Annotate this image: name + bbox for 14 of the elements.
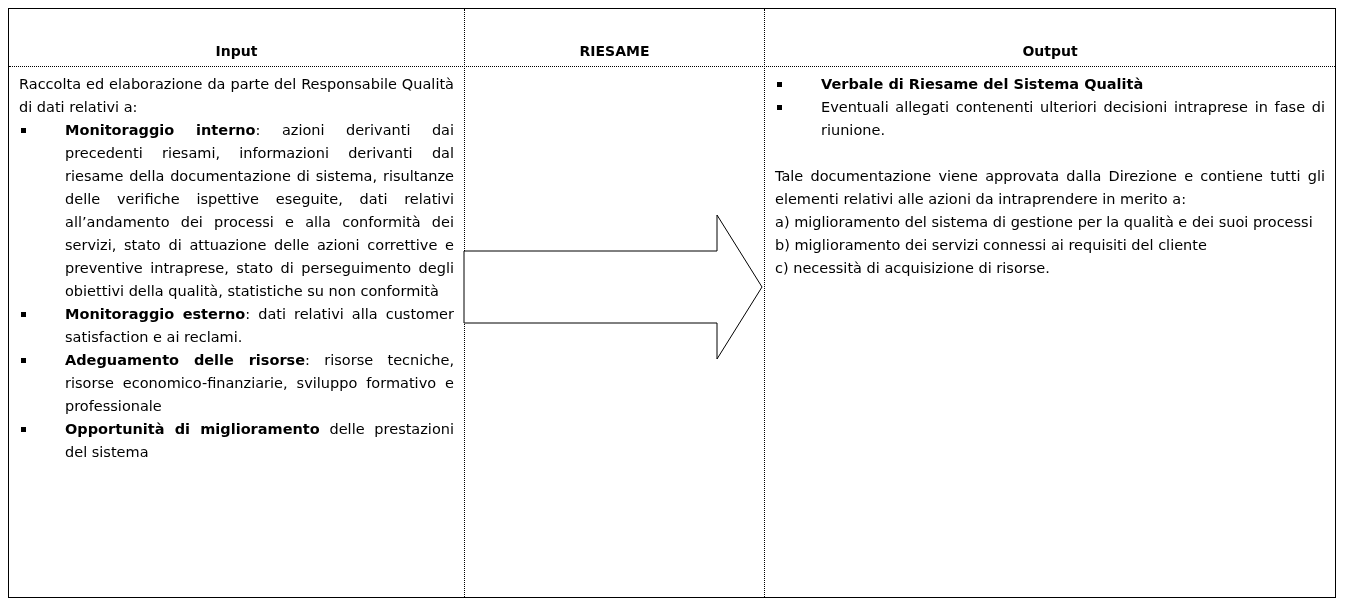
paragraph: Raccolta ed elaborazione da parte del Responsabile Qualità di dati relativi a: [19, 75, 454, 117]
list-item: c) necessità di acquisizione di risorse. [775, 259, 1051, 278]
column-header: Output [1021, 43, 1079, 59]
bullet-text: Eventuali allegati contenenti ulteriori decisioni intraprese in fase di riunione. [821, 99, 1325, 138]
block-arrow [463, 214, 763, 360]
bullet-text: Verbale di Riesame del Sistema Qualità [821, 76, 1144, 92]
bullet-text: Opportunità di miglioramento delle prestazioni del sistema [65, 421, 454, 460]
bullet-text: Monitoraggio interno: azioni derivanti dai precedenti riesami, informazioni derivanti dal riesame della documentazione di sistema, risultanze delle verifiche ispettive eseguite, dati relativi all’andamento dei processi e alla conformità dei servizi, stato di attuazione delle azioni correttive e preventive intraprese, stato di perseguimento degli obiettivi della qualità, statistiche su non conformità [65, 122, 454, 299]
column-header: Input [214, 43, 259, 59]
column-header: RIESAME [578, 43, 651, 59]
list-item: a) miglioramento del sistema di gestione per la qualità e dei suoi processi [775, 213, 1314, 232]
bullet-text: Monitoraggio esterno: dati relativi alla customer satisfaction e ai reclami. [65, 306, 454, 345]
list-item: b) miglioramento dei servizi connessi ai requisiti del cliente [775, 236, 1208, 255]
paragraph: Tale documentazione viene approvata dalla Direzione e contiene tutti gli elementi relativi alle azioni da intraprendere in merito a: [775, 167, 1325, 209]
